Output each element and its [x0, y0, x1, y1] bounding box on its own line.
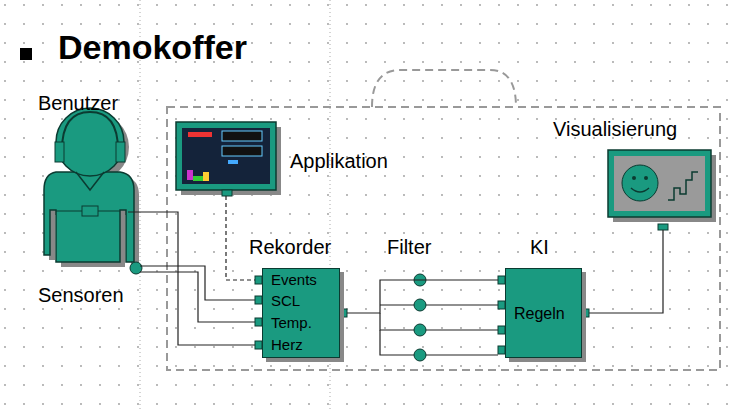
port-label: Herz	[271, 337, 303, 354]
suitcase-handle	[372, 70, 516, 107]
recorder-box: RekorderEventsSCLTemp.Herz	[262, 268, 340, 358]
node-label: Rekorder	[249, 236, 331, 258]
connector	[128, 212, 255, 345]
ki-box: KIRegeln	[505, 268, 582, 358]
port-label: Temp.	[271, 315, 312, 332]
stage-label: Filter	[387, 236, 431, 259]
filter-wires	[380, 305, 498, 355]
sensor-wire	[140, 272, 256, 322]
port-label: Sensoren	[38, 284, 124, 306]
user-figure	[44, 108, 142, 274]
node-label: Benutzer	[38, 92, 118, 114]
port-label: Events	[271, 272, 317, 289]
application-node: Applikation	[176, 122, 276, 190]
connector	[589, 230, 663, 313]
port-label: Regeln	[514, 305, 565, 323]
suitcase-outline	[167, 107, 720, 370]
slide-title: Demokoffer	[58, 28, 247, 67]
vis-monitor	[608, 150, 716, 230]
user-node: BenutzerSensoren	[38, 92, 148, 307]
node-label: Applikation	[290, 150, 388, 172]
visualization-node: Visualisierung	[608, 150, 711, 217]
node-label: Visualisierung	[553, 118, 677, 140]
port-label: SCL	[271, 293, 300, 310]
bullet	[20, 48, 32, 60]
app-monitor	[176, 122, 281, 196]
node-label: KI	[530, 236, 549, 258]
connector	[347, 280, 498, 313]
filter-circles	[414, 274, 426, 361]
